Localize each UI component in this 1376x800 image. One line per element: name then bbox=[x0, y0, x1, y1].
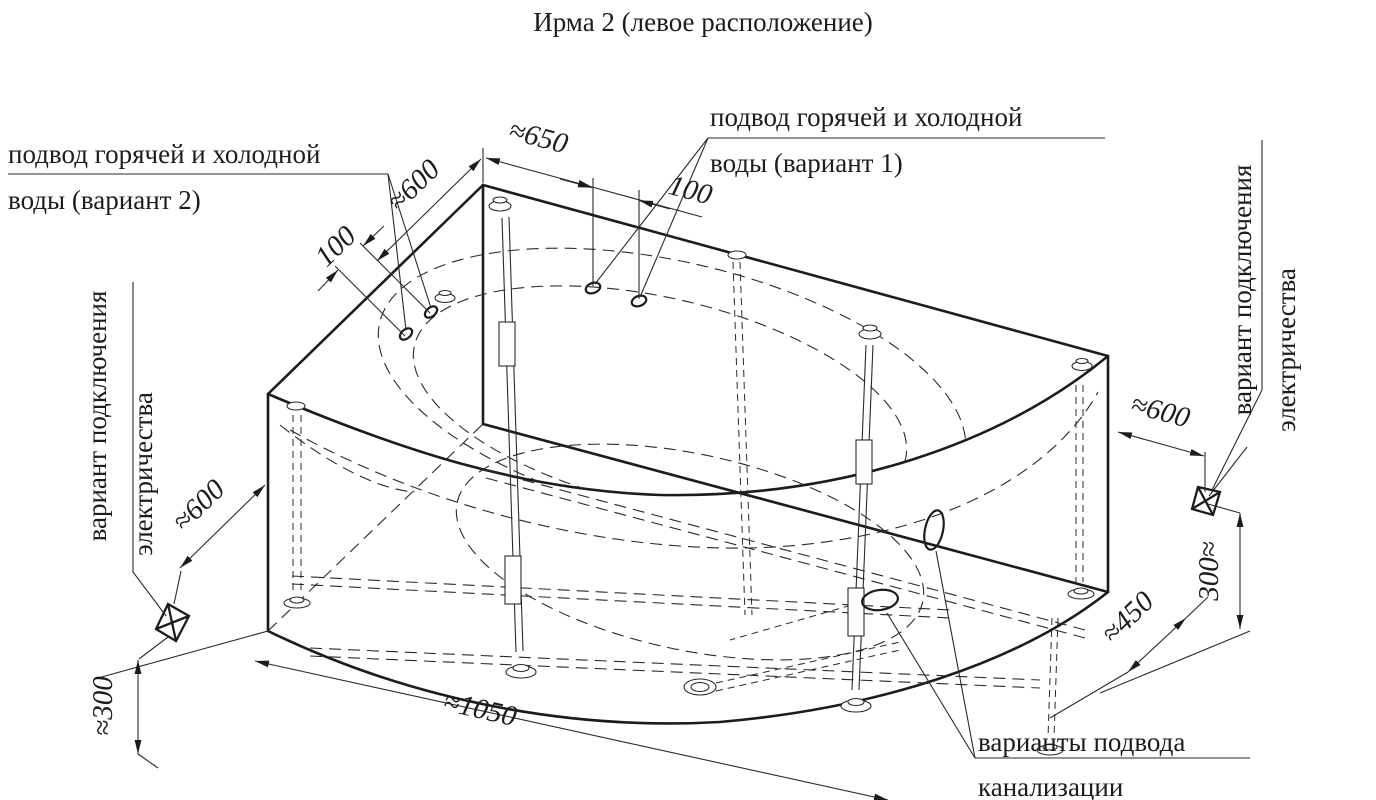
label-sewer-line2: канализации bbox=[978, 772, 1123, 800]
dimension-graphics bbox=[97, 148, 1251, 800]
label-water-variant1-line2: воды (вариант 1) bbox=[710, 148, 903, 178]
leader-lines bbox=[8, 137, 1263, 759]
electric-symbol-right bbox=[1190, 485, 1222, 517]
label-water-variant1-line1: подвод горячей и холодной bbox=[710, 102, 1022, 132]
label-water-variant2-line1: подвод горячей и холодной bbox=[8, 139, 320, 169]
label-water-variant2-line2: воды (вариант 2) bbox=[8, 185, 201, 215]
dim-300-right: 300≈ bbox=[1193, 541, 1225, 602]
label-electric-right-line2: электричества bbox=[1271, 268, 1301, 432]
label-electric-left-line1: вариант подключения bbox=[82, 291, 112, 542]
dim-1050: ≈1050 bbox=[440, 685, 520, 733]
label-electric-right-line1: вариант подключения bbox=[1227, 165, 1257, 416]
enclosure-outline bbox=[266, 183, 1110, 725]
dim-600-top-left: ≈600 bbox=[381, 153, 446, 218]
label-electric-left-line2: электричества bbox=[128, 392, 158, 556]
sewer-outlets bbox=[861, 509, 945, 612]
drain-siphon bbox=[683, 678, 717, 696]
tub-legs bbox=[283, 196, 1095, 756]
dim-100-variant1: 100 bbox=[665, 169, 716, 211]
label-sewer-line1: варианты подвода bbox=[978, 727, 1185, 757]
dim-600-right: ≈600 bbox=[1127, 388, 1193, 434]
electric-symbol-left bbox=[154, 602, 191, 643]
dim-100-variant2: 100 bbox=[309, 220, 363, 274]
water-holes-variant2 bbox=[398, 305, 439, 341]
water-holes-variant1 bbox=[584, 281, 648, 308]
dim-300-left: ≈300 bbox=[87, 676, 119, 736]
tub-hidden-contours bbox=[279, 247, 1099, 692]
dim-600-left: ≈600 bbox=[166, 473, 231, 538]
drawing-title: Ирма 2 (левое расположение) bbox=[533, 7, 873, 37]
dim-650: ≈650 bbox=[505, 114, 571, 160]
